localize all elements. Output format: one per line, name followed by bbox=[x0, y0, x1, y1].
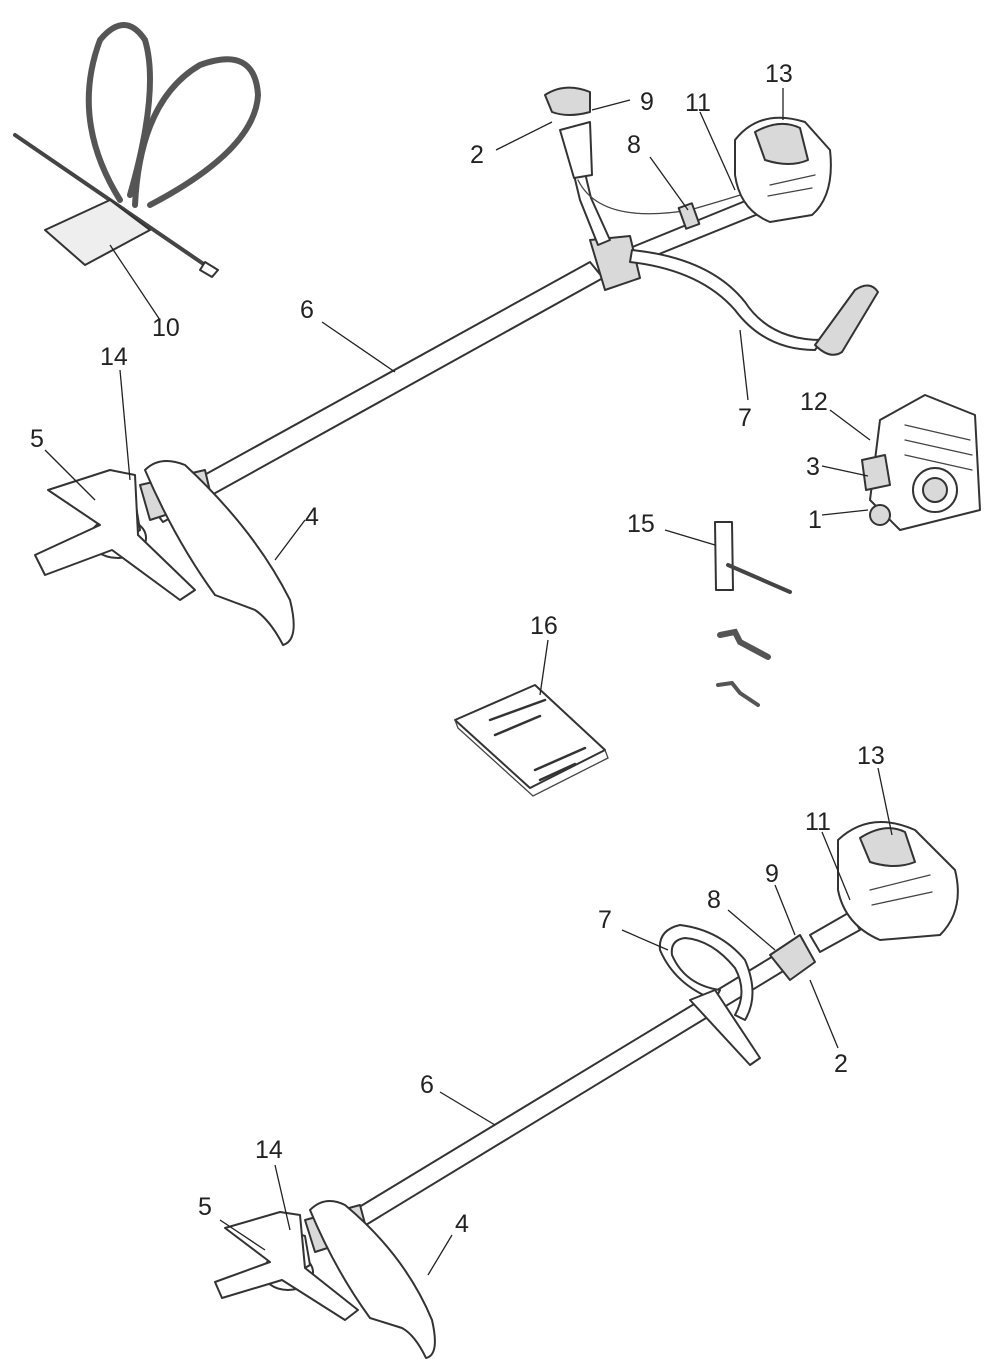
label-top-4: 4 bbox=[305, 503, 319, 531]
leader-top-2 bbox=[495, 121, 553, 151]
label-top-2: 2 bbox=[470, 141, 484, 169]
harness-hip-pad bbox=[44, 199, 151, 266]
manual-cover bbox=[454, 684, 606, 789]
top-blade bbox=[34, 469, 196, 601]
top-engine-fins bbox=[767, 174, 816, 197]
hex-wrench-large bbox=[717, 628, 771, 660]
leader-mid-15 bbox=[664, 529, 716, 546]
engine-detail-primer bbox=[869, 504, 891, 526]
shoulder-harness bbox=[13, 22, 262, 278]
engine-detail-fins bbox=[904, 424, 973, 471]
leader-bottom-13 bbox=[877, 767, 893, 836]
top-blade-guard bbox=[144, 460, 295, 646]
label-top-8: 8 bbox=[627, 131, 641, 159]
box-wrench bbox=[714, 521, 734, 591]
leader-top-6 bbox=[321, 321, 396, 373]
leader-bottom-4 bbox=[427, 1234, 453, 1276]
leader-top-12 bbox=[829, 409, 871, 441]
label-top-9: 9 bbox=[640, 88, 654, 116]
top-right-grip bbox=[814, 284, 879, 356]
label-top-3: 3 bbox=[806, 453, 820, 481]
top-engine-cover bbox=[754, 122, 809, 165]
leader-bottom-6 bbox=[439, 1091, 496, 1126]
leader-bottom-7 bbox=[621, 929, 669, 951]
leader-top-1 bbox=[821, 509, 869, 516]
leader-top-8 bbox=[649, 156, 689, 211]
label-top-7: 7 bbox=[738, 404, 752, 432]
box-wrench-bar bbox=[726, 563, 792, 594]
instruction-manual bbox=[454, 684, 609, 797]
label-bottom-6: 6 bbox=[420, 1071, 434, 1099]
leader-top-11 bbox=[699, 111, 736, 191]
leader-bottom-8 bbox=[727, 909, 776, 951]
manual-text-lines bbox=[488, 698, 587, 782]
label-bottom-8: 8 bbox=[707, 886, 721, 914]
leader-bottom-14 bbox=[274, 1164, 291, 1231]
leader-top-7 bbox=[739, 329, 749, 401]
label-top-1: 1 bbox=[808, 506, 822, 534]
hex-wrench-small bbox=[716, 680, 760, 707]
bottom-barrier-bar bbox=[689, 989, 761, 1066]
engine-detail-choke bbox=[861, 454, 891, 491]
top-throttle-grip bbox=[559, 121, 593, 179]
label-top-12: 12 bbox=[800, 388, 828, 416]
bottom-throttle-housing bbox=[769, 934, 816, 981]
leader-top-5 bbox=[44, 449, 96, 501]
label-bottom-5: 5 bbox=[198, 1193, 212, 1221]
leader-top-3 bbox=[821, 465, 869, 477]
bottom-engine-fins bbox=[869, 874, 933, 906]
bottom-drive-tube bbox=[809, 911, 861, 953]
top-shaft bbox=[149, 261, 604, 523]
leader-top-9 bbox=[591, 99, 631, 111]
bottom-loop-handle bbox=[658, 924, 754, 1021]
label-top-5: 5 bbox=[30, 425, 44, 453]
leader-top-10 bbox=[109, 244, 161, 321]
label-top-11: 11 bbox=[685, 89, 711, 117]
bottom-blade-guard bbox=[309, 1200, 436, 1359]
harness-loop-right bbox=[132, 56, 262, 208]
leader-mid-16 bbox=[539, 639, 549, 696]
top-hanger bbox=[677, 202, 701, 230]
top-brushcutter bbox=[34, 86, 879, 646]
label-top-13: 13 bbox=[765, 60, 793, 88]
bottom-engine-cover bbox=[859, 827, 916, 867]
bottom-blade bbox=[214, 1211, 359, 1321]
leader-bottom-9 bbox=[774, 884, 796, 936]
label-bottom-11: 11 bbox=[805, 808, 831, 836]
leader-bottom-5 bbox=[219, 1219, 266, 1251]
label-top-14: 14 bbox=[100, 343, 128, 371]
label-mid-15: 15 bbox=[627, 510, 655, 538]
top-handle-clamp bbox=[589, 235, 641, 291]
leader-top-14 bbox=[119, 369, 131, 481]
leader-top-4 bbox=[274, 519, 306, 561]
leader-bottom-2 bbox=[809, 979, 839, 1049]
label-bottom-9: 9 bbox=[765, 860, 779, 888]
bottom-brushcutter bbox=[214, 821, 959, 1359]
label-bottom-4: 4 bbox=[455, 1210, 469, 1238]
harness-loop-left bbox=[85, 22, 153, 203]
label-top-10: 10 bbox=[152, 314, 180, 342]
label-bottom-13: 13 bbox=[857, 742, 885, 770]
harness-bar-end bbox=[199, 261, 219, 278]
top-grip-head bbox=[544, 86, 591, 116]
tools bbox=[714, 521, 792, 707]
label-bottom-14: 14 bbox=[255, 1136, 283, 1164]
label-mid-16: 16 bbox=[530, 612, 558, 640]
top-handle-right bbox=[629, 249, 823, 351]
label-top-6: 6 bbox=[300, 296, 314, 324]
engine-detail-recoil-hub bbox=[922, 477, 948, 503]
engine-detail bbox=[861, 394, 981, 531]
manual-pages bbox=[454, 719, 609, 797]
leader-lines bbox=[44, 88, 893, 1276]
label-bottom-2: 2 bbox=[834, 1050, 848, 1078]
leader-bottom-11 bbox=[821, 831, 851, 901]
label-bottom-7: 7 bbox=[598, 906, 612, 934]
